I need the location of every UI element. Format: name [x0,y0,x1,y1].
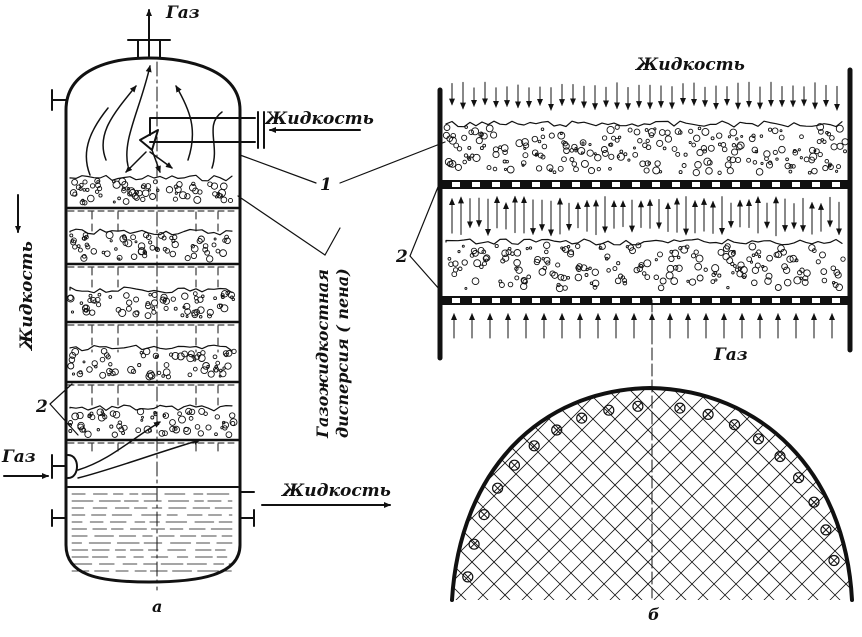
label-liquid-down: Жидкость [17,241,37,352]
label-liquid-in: Жидкость [263,109,374,129]
label-dispersion-1: Газожидкостная [313,269,332,439]
label-arrows [3,9,391,508]
callout-leaders [49,141,446,436]
label-liquid-right: Жидкость [634,55,745,75]
column-vessel [51,39,265,591]
callout-2-right: 2 [395,247,408,267]
caption-b: б [648,605,660,624]
sump-liquid [71,493,233,572]
callout-1: 1 [320,175,332,195]
callout-2-left: 2 [35,397,48,417]
tray-detail [437,67,853,599]
label-dispersion-2: дисперсия ( пена) [333,268,352,438]
label-gas-top: Газ [165,3,200,23]
labels: Газ Жидкость Жидкость Газ Жидкость Газож… [1,3,748,624]
label-liquid-out: Жидкость [280,481,391,501]
column-shell [64,56,242,584]
label-gas-right: Газ [713,345,748,365]
caption-a: а [152,597,162,616]
tray-plan-view [450,386,854,602]
label-gas-in: Газ [1,447,36,467]
column-trays [66,174,240,456]
